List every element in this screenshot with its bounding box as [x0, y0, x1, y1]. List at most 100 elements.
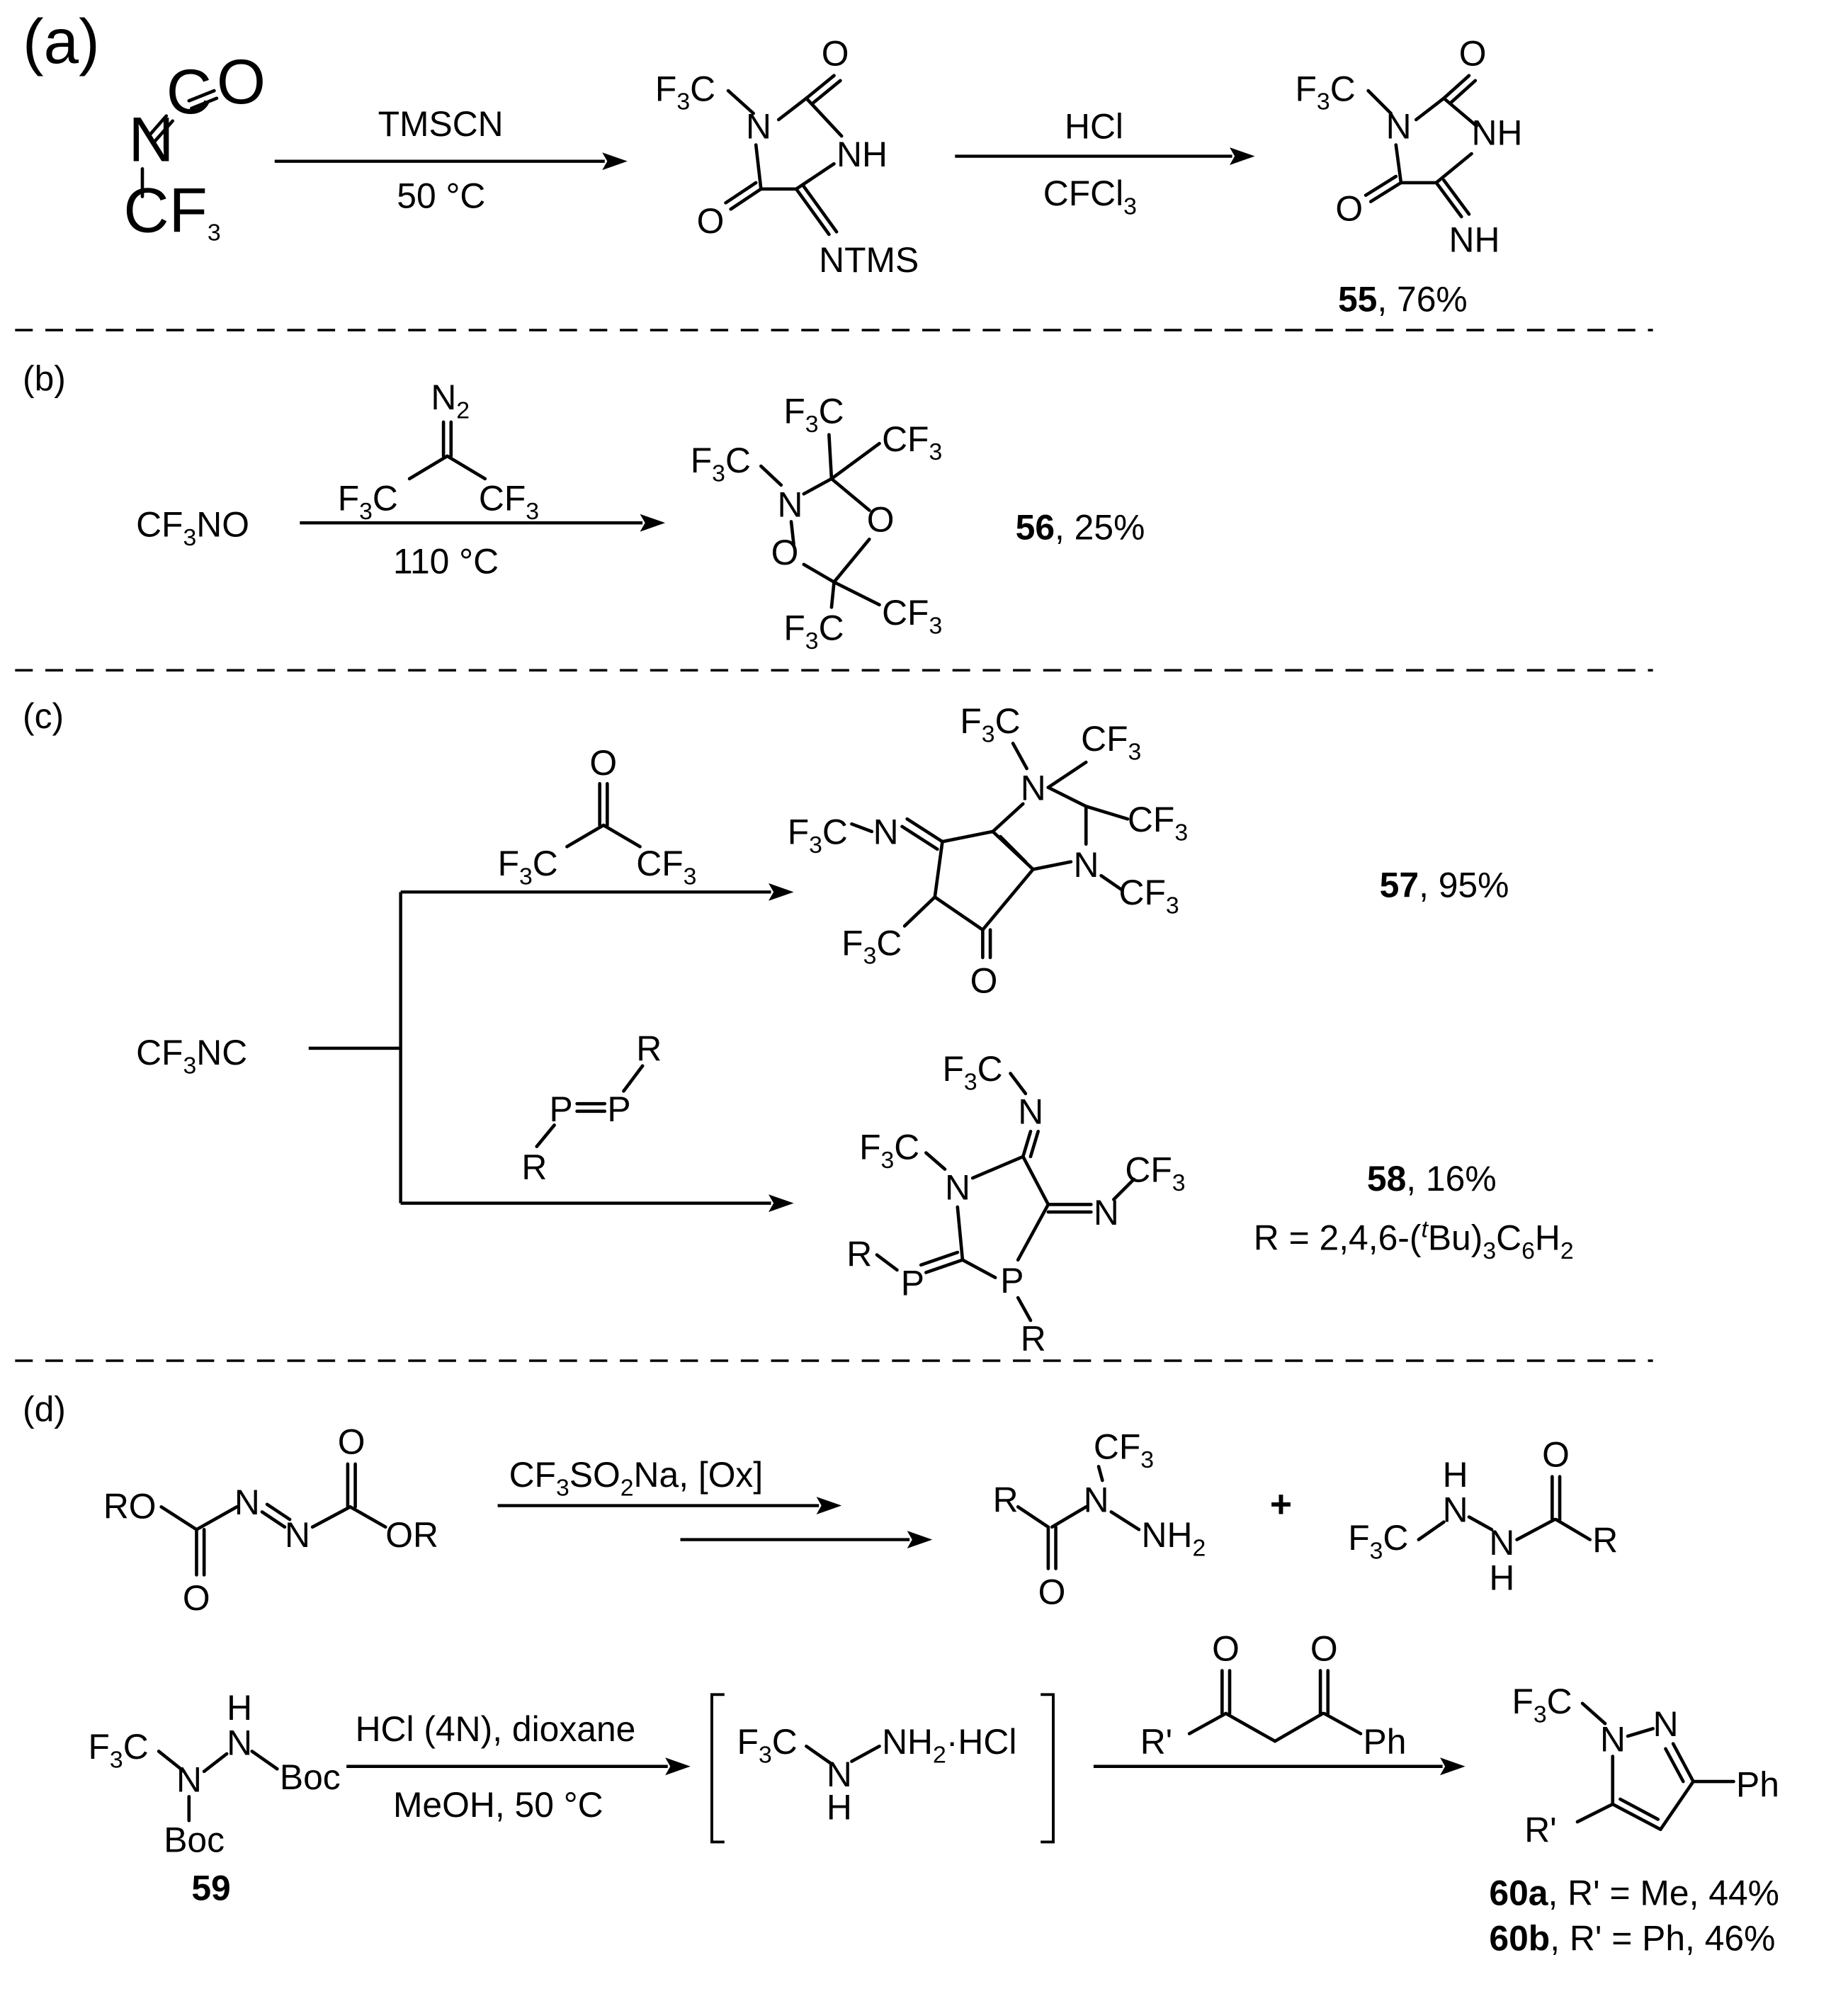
- panel-b-substrate: CF3NO: [136, 505, 249, 551]
- product-56-id: 56: [1016, 507, 1055, 547]
- svg-text:C: C: [166, 56, 212, 127]
- svg-text:CF3: CF3: [1118, 873, 1179, 919]
- svg-text:O: O: [771, 533, 799, 572]
- svg-text:R': R': [1140, 1722, 1172, 1762]
- panel-c-label: (c): [23, 696, 64, 736]
- svg-text:O: O: [970, 961, 998, 1001]
- product-55-label: 55, 76%: [1338, 279, 1468, 319]
- panel-a-reagent2-top: HCl: [1065, 107, 1123, 147]
- svg-text:F3C: F3C: [691, 441, 751, 487]
- svg-text:R: R: [846, 1235, 872, 1274]
- svg-text:R: R: [521, 1148, 547, 1187]
- svg-text:O: O: [867, 500, 895, 540]
- svg-text:NH: NH: [1472, 113, 1523, 153]
- product-56-structure: F3C CF3 F3C N O O F3C CF3: [691, 392, 943, 654]
- hexafluoroacetone: O F3C CF3: [498, 743, 697, 890]
- svg-text:RO: RO: [103, 1486, 157, 1526]
- panel-a-product-imino-label: NH: [1449, 220, 1500, 260]
- svg-text:O: O: [589, 743, 617, 783]
- svg-text:H: H: [827, 1787, 852, 1827]
- svg-text:O: O: [1038, 1572, 1066, 1611]
- svg-text:N: N: [1084, 1480, 1109, 1519]
- panel-c-r-definition: R = 2,4,6-(tBu)3C6H2: [1254, 1216, 1574, 1264]
- panel-a-reagent-top: TMSCN: [378, 104, 504, 144]
- product-58-yield: , 16%: [1406, 1159, 1496, 1198]
- svg-text:N: N: [176, 1760, 202, 1799]
- svg-text:CF3: CF3: [1125, 1150, 1185, 1196]
- svg-text:N: N: [746, 107, 771, 147]
- svg-text:O: O: [1335, 188, 1363, 228]
- svg-text:P: P: [550, 1089, 573, 1129]
- svg-text:N: N: [873, 812, 899, 852]
- svg-text:P: P: [607, 1089, 630, 1129]
- svg-text:CF3: CF3: [882, 593, 942, 639]
- svg-text:N: N: [1489, 1523, 1514, 1563]
- svg-text:CF3: CF3: [1081, 719, 1141, 765]
- product-57-id: 57: [1380, 865, 1419, 905]
- product-55-structure: F3C N O NH O NH: [1296, 33, 1523, 259]
- svg-text:Ph: Ph: [1364, 1722, 1407, 1762]
- compound-59-label: 59: [191, 1868, 230, 1908]
- product-58-label: 58, 16%: [1367, 1159, 1497, 1198]
- svg-text:F3C: F3C: [788, 812, 848, 858]
- svg-text:P: P: [1000, 1261, 1024, 1300]
- svg-text:CF3: CF3: [882, 419, 942, 465]
- svg-text:F3C: F3C: [498, 844, 558, 890]
- panel-a-label: (a): [23, 6, 100, 76]
- svg-text:NH2·HCl: NH2·HCl: [882, 1722, 1016, 1768]
- product-57-label: 57, 95%: [1380, 865, 1509, 905]
- svg-text:O: O: [217, 46, 266, 117]
- panel-a-reagent2-bottom: CFCl3: [1043, 174, 1137, 220]
- product-58-id: 58: [1367, 1159, 1406, 1198]
- product-57-structure: F3C CF3 N CF3 N CF3 O F3C N F3C: [788, 701, 1188, 1000]
- svg-text:CF3: CF3: [636, 844, 696, 890]
- compound-59-structure: H N F3C N Boc Boc: [89, 1688, 341, 1860]
- svg-text:R: R: [1592, 1520, 1618, 1560]
- svg-text:Boc: Boc: [164, 1820, 225, 1860]
- svg-text:R: R: [993, 1480, 1019, 1519]
- panel-d-reagent2-top: HCl (4N), dioxane: [356, 1709, 636, 1749]
- svg-text:N: N: [1386, 107, 1412, 147]
- panel-a-intermediate-imino-label: NTMS: [819, 240, 919, 280]
- svg-text:O: O: [697, 201, 725, 241]
- svg-text:N: N: [1443, 1490, 1468, 1530]
- svg-text:N: N: [227, 1723, 252, 1763]
- product-57-yield: , 95%: [1419, 865, 1509, 905]
- svg-text:R: R: [636, 1029, 662, 1069]
- panel-d-reagent-top: CF3SO2Na, [Ox]: [509, 1455, 764, 1501]
- svg-text:N: N: [1600, 1719, 1626, 1759]
- svg-text:N: N: [827, 1755, 852, 1794]
- svg-text:CF3: CF3: [479, 478, 539, 524]
- svg-text:N: N: [285, 1515, 310, 1555]
- svg-text:N: N: [777, 484, 803, 524]
- svg-text:R: R: [1021, 1319, 1046, 1359]
- svg-text:N: N: [1018, 1092, 1043, 1132]
- panel-d-label: (d): [23, 1389, 66, 1429]
- svg-text:N: N: [945, 1167, 970, 1207]
- svg-text:F3C: F3C: [783, 608, 844, 654]
- n-cf3-hydrazide-isomer: H N F3C N H O R: [1348, 1434, 1618, 1597]
- panel-c-substrate: CF3NC: [136, 1033, 247, 1079]
- svg-text:Ph: Ph: [1736, 1764, 1779, 1804]
- svg-text:OR: OR: [385, 1515, 438, 1555]
- panel-b-reagent-bottom: 110 °C: [393, 541, 499, 581]
- svg-text:N: N: [1653, 1704, 1679, 1744]
- svg-text:Boc: Boc: [280, 1757, 341, 1797]
- product-60b-detail: , R' = Ph, 46%: [1550, 1918, 1775, 1958]
- svg-text:O: O: [1459, 33, 1487, 73]
- svg-text:F3C: F3C: [783, 392, 844, 438]
- svg-text:O: O: [1542, 1434, 1570, 1474]
- hexafluoro-diazopropane: N2 F3C CF3: [338, 378, 539, 525]
- product-56-yield: , 25%: [1055, 507, 1145, 547]
- svg-text:CF3: CF3: [1094, 1427, 1154, 1473]
- product-55-yield: , 76%: [1377, 279, 1467, 319]
- cf3-hydrazine-hcl-intermediate: F3C N H NH2·HCl: [710, 1693, 1055, 1844]
- svg-text:O: O: [1212, 1628, 1240, 1668]
- svg-text:F3C: F3C: [960, 701, 1020, 747]
- svg-text:H: H: [1443, 1455, 1468, 1495]
- svg-text:F3C: F3C: [841, 923, 902, 969]
- svg-text:F3C: F3C: [1296, 69, 1356, 115]
- svg-text:F3C: F3C: [338, 478, 398, 524]
- svg-text:R': R': [1524, 1810, 1556, 1849]
- azodicarboxylate: RO O N N O OR: [103, 1422, 438, 1619]
